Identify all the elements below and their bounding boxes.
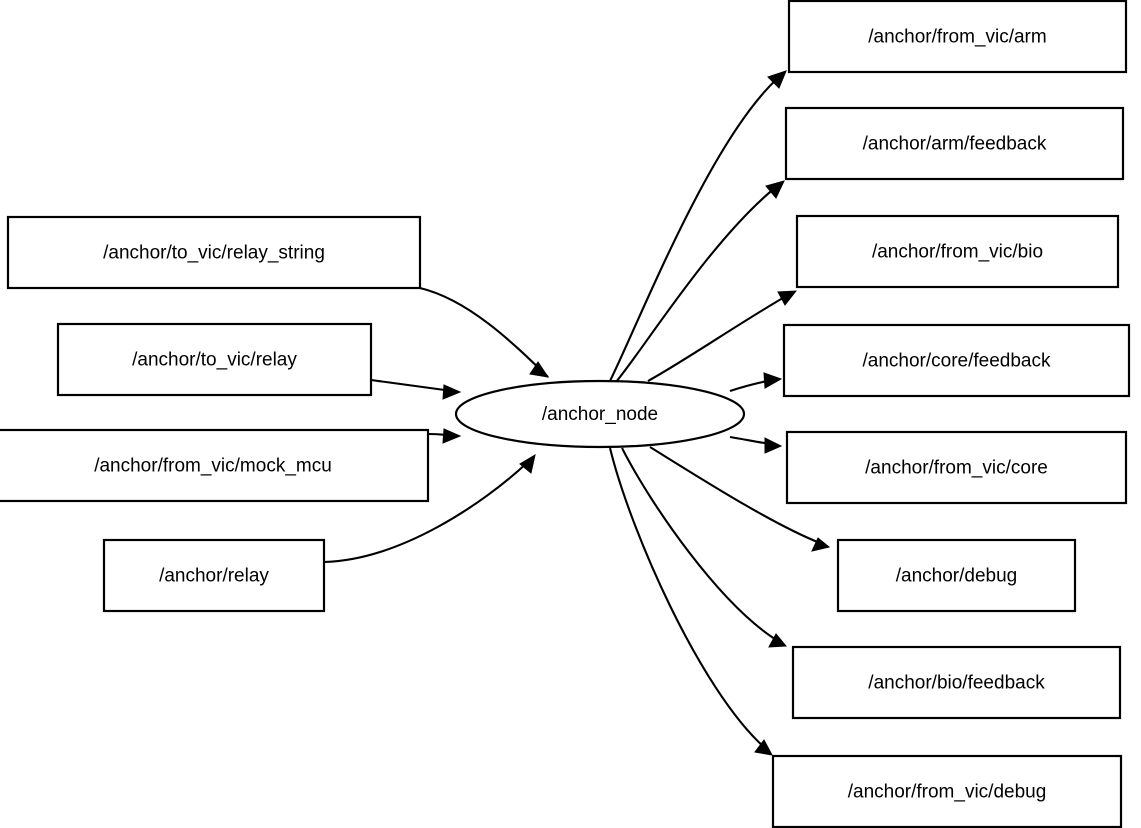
- arrowhead-icon: [754, 739, 773, 756]
- topic-label: /anchor/to_vic/relay: [132, 350, 297, 371]
- subscriber-topic-node[interactable]: /anchor/arm/feedback: [784, 106, 1125, 181]
- outgoing-edge-group: [608, 70, 831, 756]
- outgoing-edge: [647, 290, 798, 382]
- topic-box[interactable]: [784, 106, 1125, 181]
- subscriber-topic-node[interactable]: /anchor/from_vic/arm: [787, 0, 1128, 74]
- outgoing-edge: [608, 447, 773, 756]
- topic-label: /anchor/from_vic/bio: [872, 242, 1043, 263]
- topic-box[interactable]: [787, 0, 1128, 74]
- publisher-topic-node[interactable]: /anchor/relay: [102, 538, 326, 613]
- edge-line: [370, 378, 453, 393]
- edge-line: [608, 447, 766, 749]
- center-node-label: /anchor_node: [542, 404, 658, 425]
- topic-box[interactable]: [56, 322, 373, 397]
- publisher-topic-node[interactable]: /anchor/from_vic/mock_mcu: [0, 428, 430, 503]
- outgoing-edge: [621, 447, 788, 648]
- topic-label: /anchor/from_vic/debug: [848, 782, 1047, 803]
- outgoing-edge: [649, 446, 831, 552]
- incoming-edge: [419, 286, 550, 378]
- topic-label: /anchor/from_vic/arm: [868, 27, 1046, 48]
- publisher-topic-node[interactable]: /anchor/to_vic/relay_string: [6, 215, 422, 290]
- topic-label: /anchor/bio/feedback: [868, 673, 1045, 694]
- arrowhead-icon: [442, 428, 462, 444]
- topic-box[interactable]: [6, 215, 422, 290]
- topic-box[interactable]: [836, 538, 1077, 613]
- incoming-edge: [370, 378, 462, 400]
- subscriber-topic-node[interactable]: /anchor/core/feedback: [782, 323, 1131, 398]
- edge-line: [647, 294, 789, 382]
- topic-label: /anchor/relay: [159, 566, 269, 587]
- outgoing-edge: [729, 435, 783, 454]
- topic-label: /anchor/from_vic/core: [865, 458, 1048, 479]
- arrowhead-icon: [529, 361, 550, 378]
- arrowhead-icon: [764, 437, 783, 454]
- incoming-edge: [323, 453, 536, 564]
- topic-box[interactable]: [771, 754, 1123, 828]
- edge-line: [649, 446, 821, 544]
- topic-box[interactable]: [0, 428, 430, 503]
- edge-line: [615, 186, 777, 383]
- subscriber-topic-node[interactable]: /anchor/debug: [836, 538, 1077, 613]
- arrowhead-icon: [765, 180, 785, 199]
- arrowhead-icon: [767, 70, 787, 89]
- edge-line: [621, 447, 779, 642]
- topic-label: /anchor/debug: [896, 566, 1018, 587]
- center-node-ellipse[interactable]: [454, 379, 746, 449]
- edge-line: [609, 77, 779, 382]
- arrowhead-icon: [442, 384, 462, 400]
- topic-box[interactable]: [795, 214, 1120, 289]
- topic-box[interactable]: [102, 538, 326, 613]
- subscriber-topic-node[interactable]: /anchor/bio/feedback: [791, 645, 1122, 720]
- arrowhead-icon: [519, 453, 536, 474]
- arrowhead-icon: [811, 537, 831, 552]
- arrowhead-icon: [768, 633, 788, 648]
- outgoing-edge: [729, 372, 783, 392]
- subscriber-topic-node[interactable]: /anchor/from_vic/core: [785, 430, 1128, 505]
- subscriber-topic-group: /anchor/from_vic/arm/anchor/arm/feedback…: [771, 0, 1131, 828]
- topic-label: /anchor/to_vic/relay_string: [103, 243, 325, 264]
- outgoing-edge: [615, 180, 785, 383]
- topic-label: /anchor/arm/feedback: [863, 134, 1047, 155]
- outgoing-edge: [609, 70, 787, 382]
- incoming-edge: [427, 428, 462, 444]
- publisher-topic-group: /anchor/to_vic/relay_string/anchor/to_vi…: [0, 215, 430, 613]
- subscriber-topic-node[interactable]: /anchor/from_vic/bio: [795, 214, 1120, 289]
- topic-label: /anchor/core/feedback: [862, 351, 1051, 372]
- edge-line: [419, 286, 549, 378]
- incoming-edge-group: [323, 286, 550, 564]
- topic-box[interactable]: [791, 645, 1122, 720]
- center-node-group[interactable]: /anchor_node: [454, 379, 746, 449]
- subscriber-topic-node[interactable]: /anchor/from_vic/debug: [771, 754, 1123, 828]
- topic-box[interactable]: [782, 323, 1131, 398]
- edge-line: [323, 461, 529, 564]
- topic-box[interactable]: [785, 430, 1128, 505]
- topic-label: /anchor/from_vic/mock_mcu: [94, 456, 332, 477]
- publisher-topic-node[interactable]: /anchor/to_vic/relay: [56, 322, 373, 397]
- arrowhead-icon: [763, 372, 783, 389]
- arrowhead-icon: [777, 290, 798, 306]
